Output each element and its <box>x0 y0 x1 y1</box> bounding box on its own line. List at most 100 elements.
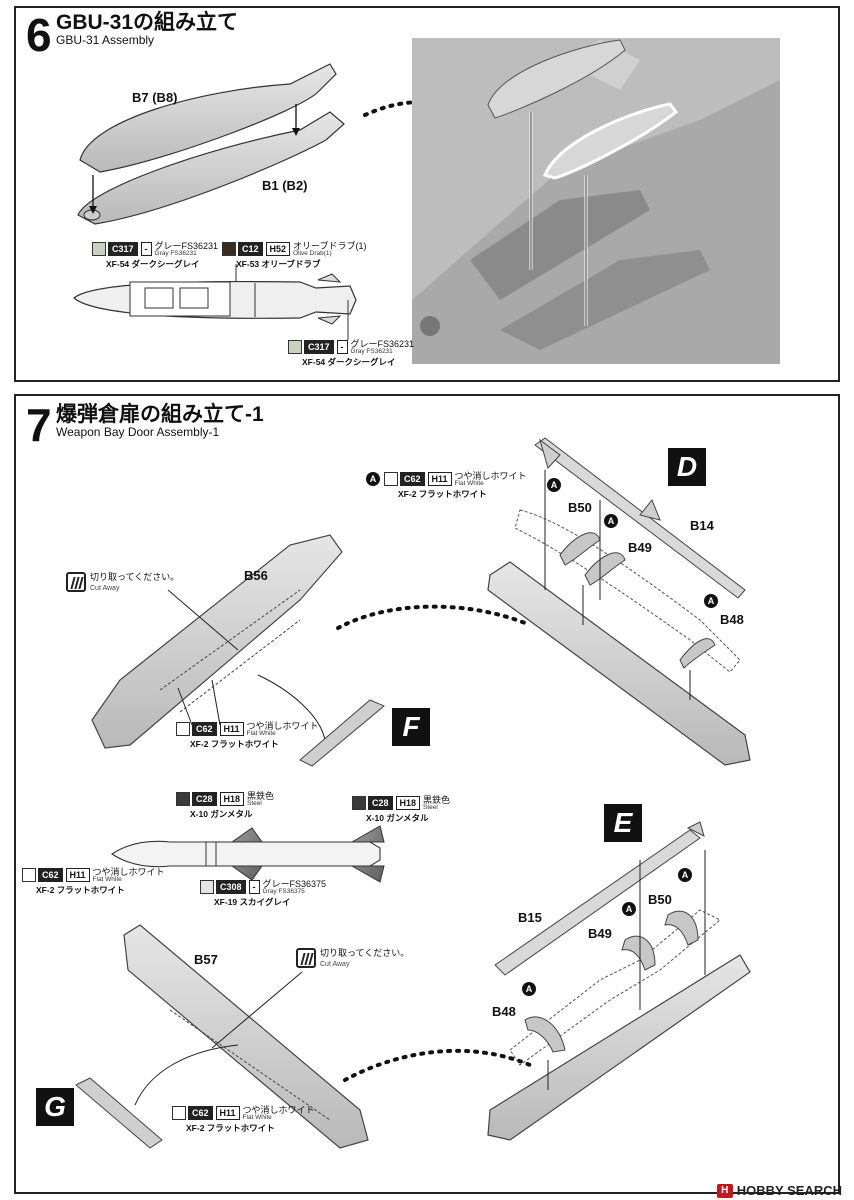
paint-swatch <box>222 242 236 256</box>
paint-name-jp: つや消しホワイト <box>246 721 319 731</box>
paint-code: C62 <box>38 868 63 882</box>
cut-away-note-1: 切り取ってください。 Cut Away <box>66 572 179 593</box>
paint-code: C62 <box>192 722 217 736</box>
aircraft-bay-photo <box>412 38 780 364</box>
part-label-b50-e: B50 <box>648 892 672 907</box>
part-label-b49-d: B49 <box>628 540 652 555</box>
paint-mix: XF-2 フラットホワイト <box>36 885 125 895</box>
marker-a-icon: A <box>622 902 636 916</box>
paint-name-jp: つや消しホワイト <box>242 1105 315 1115</box>
view-d-assembly <box>487 437 751 766</box>
view-label-g: G <box>36 1088 74 1126</box>
paint-code-secondary: H18 <box>219 792 245 806</box>
paint-code-secondary: H52 <box>265 242 291 256</box>
paint-mix: X-10 ガンメタル <box>190 809 253 819</box>
step-number: 7 <box>26 399 52 451</box>
paint-code: C317 <box>108 242 138 256</box>
paint-name-en: Gray FS36231 <box>350 348 393 356</box>
step-number: 6 <box>26 9 52 61</box>
paint-code: C308 <box>216 880 246 894</box>
paint-code-secondary: - <box>336 340 348 354</box>
paint-swatch <box>352 796 366 810</box>
paint-name-jp: グレーFS36375 <box>262 879 327 889</box>
paint-code: C317 <box>304 340 334 354</box>
paint-swatch <box>22 868 36 882</box>
paint-code: C12 <box>238 242 263 256</box>
paint-callout-band: C12 H52 オリーブドラブ(1)Olive Drab(1) XF-53 オリ… <box>222 241 367 269</box>
paint-swatch <box>384 472 398 486</box>
paint-mix: XF-54 ダークシーグレイ <box>302 357 396 367</box>
view-e-assembly <box>487 821 751 1141</box>
marker-a-icon: A <box>366 472 380 486</box>
paint-code-secondary: - <box>140 242 152 256</box>
paint-mix: X-10 ガンメタル <box>366 813 429 823</box>
marker-a-icon: A <box>704 594 718 608</box>
paint-name-en: Flat White <box>242 1114 272 1122</box>
paint-name-jp: グレーFS36231 <box>154 241 219 251</box>
bomb-b7-drawing <box>79 63 337 173</box>
part-label-b50-d: B50 <box>568 500 592 515</box>
hobby-search-logo-icon: H <box>716 1183 733 1198</box>
paint-code-secondary: H11 <box>427 472 452 486</box>
paint-mix: XF-2 フラットホワイト <box>190 739 279 749</box>
watermark: H HOBBY SEARCH <box>716 1183 842 1198</box>
part-label-b49-e: B49 <box>588 926 612 941</box>
paint-name-en: Gray FS36231 <box>154 250 197 258</box>
dotted-arc-7a <box>336 604 532 630</box>
view-label-f: F <box>392 708 430 746</box>
part-label-b1: B1 (B2) <box>262 178 308 193</box>
part-label-b57: B57 <box>194 952 218 967</box>
cut-text-jp: 切り取ってください。 <box>90 572 180 582</box>
paint-mix: XF-19 スカイグレイ <box>214 897 291 907</box>
part-label-b56: B56 <box>244 568 268 583</box>
paint-mix: XF-53 オリーブドラブ <box>236 259 321 269</box>
arrow-head-b7 <box>89 206 97 214</box>
marker-a-icon: A <box>678 868 692 882</box>
paint-code: C28 <box>192 792 217 806</box>
cut-icon <box>66 572 86 592</box>
paint-mix: XF-2 フラットホワイト <box>186 1123 275 1133</box>
arrow-head-b1 <box>292 128 300 136</box>
cut-text-jp: 切り取ってください。 <box>320 948 410 958</box>
paint-name-en: Flat White <box>454 480 484 488</box>
paint-code: C62 <box>400 472 425 486</box>
bomb-b1-drawing <box>77 111 345 225</box>
missile-side-view <box>111 825 385 883</box>
paint-name-jp: 黒鉄色 <box>247 791 275 801</box>
paint-swatch <box>172 1106 186 1120</box>
paint-name-en: Flat White <box>92 876 122 884</box>
paint-code: C62 <box>188 1106 213 1120</box>
part-label-b15: B15 <box>518 910 542 925</box>
paint-name-en: Flat White <box>246 730 276 738</box>
paint-name-en: Olive Drab(1) <box>293 250 332 258</box>
part-label-b14: B14 <box>690 518 714 533</box>
marker-a-icon: A <box>522 982 536 996</box>
view-label-e: E <box>604 804 642 842</box>
paint-name-jp: つや消しホワイト <box>454 471 527 481</box>
paint-swatch <box>92 242 106 256</box>
paint-name-en: Gray FS36375 <box>262 888 305 896</box>
door-b57-drawing <box>123 924 369 1149</box>
step-title: GBU-31の組み立て <box>56 11 239 34</box>
leader-arc-f <box>257 674 326 741</box>
paint-mix: XF-54 ダークシーグレイ <box>106 259 200 269</box>
paint-name-en: Steel <box>423 804 438 812</box>
paint-code-secondary: H11 <box>65 868 90 882</box>
paint-swatch <box>176 792 190 806</box>
paint-code-secondary: H11 <box>219 722 244 736</box>
step-title: 爆弾倉扉の組み立て-1 <box>56 403 264 426</box>
step-subtitle: Weapon Bay Door Assembly-1 <box>56 425 220 439</box>
watermark-text: HOBBY SEARCH <box>736 1183 842 1198</box>
paint-swatch <box>288 340 302 354</box>
paint-swatch <box>200 880 214 894</box>
cut-text-en: Cut Away <box>90 584 120 592</box>
step-6-panel: 6 GBU-31の組み立て GBU-31 Assembly <box>14 6 840 382</box>
paint-mix: XF-2 フラットホワイト <box>398 489 487 499</box>
view-label-d: D <box>668 448 706 486</box>
part-label-b7: B7 (B8) <box>132 90 178 105</box>
